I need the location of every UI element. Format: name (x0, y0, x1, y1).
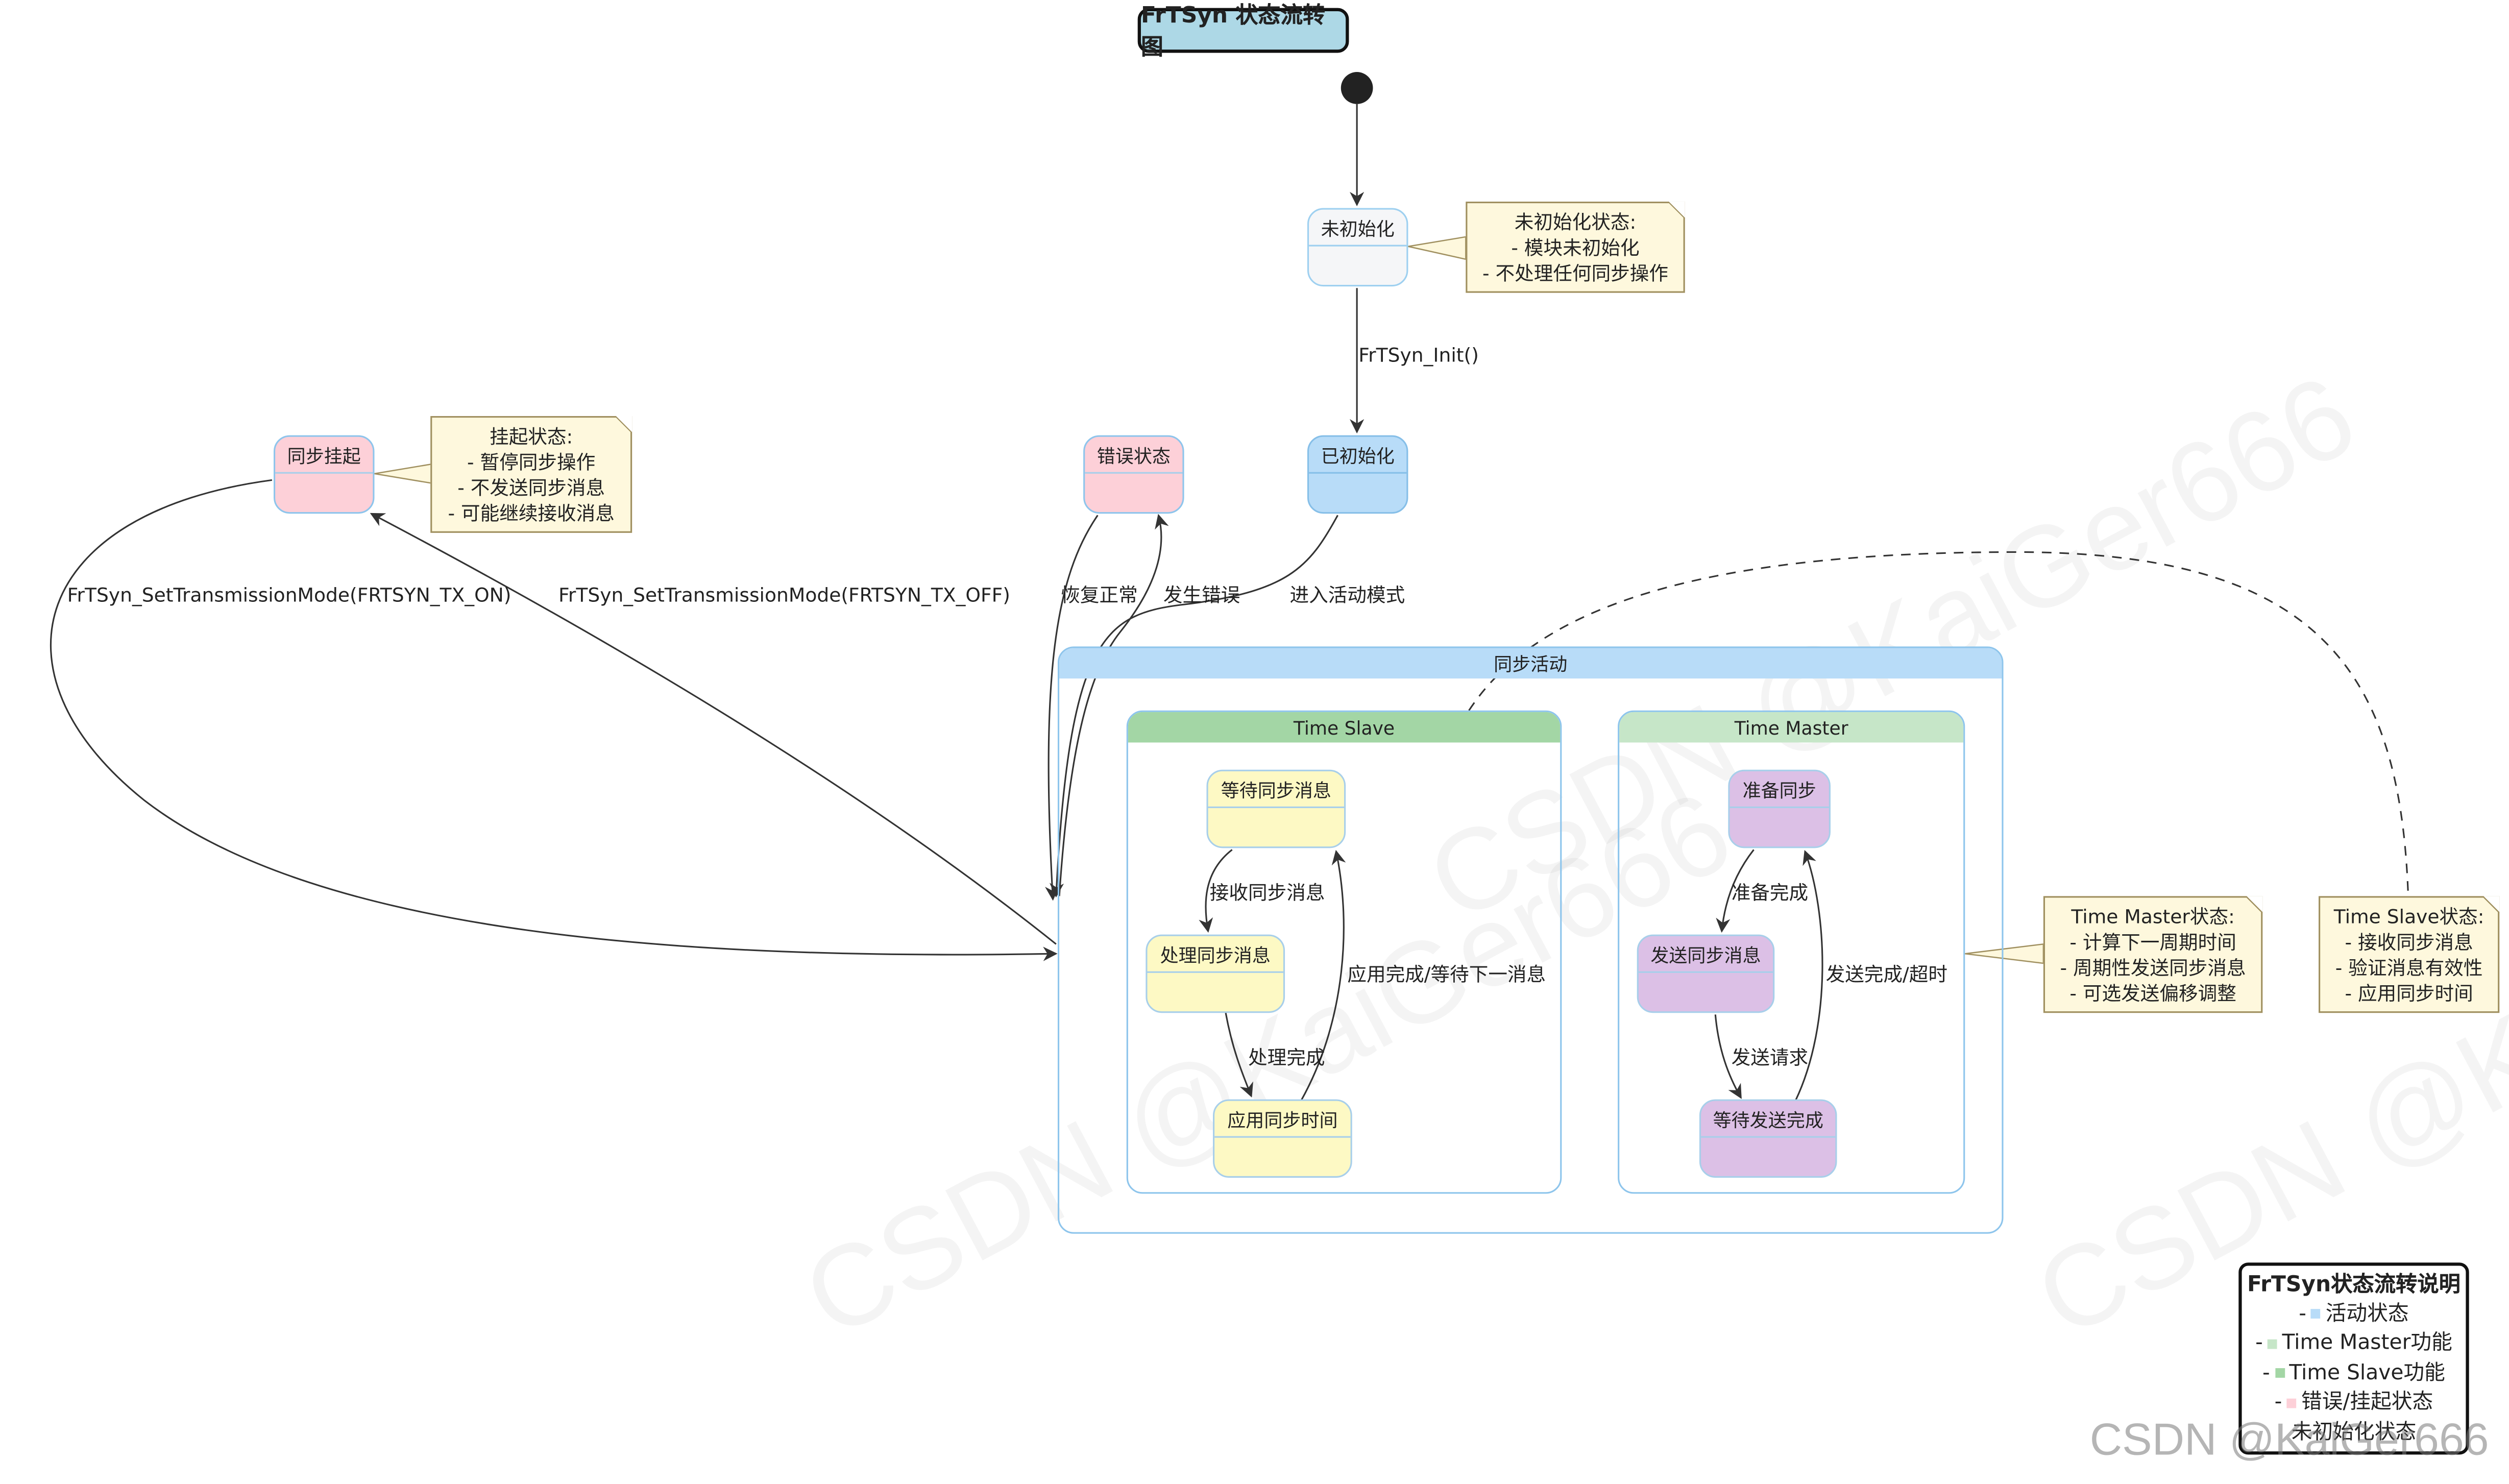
transition-label: 应用完成/等待下一消息 (1347, 963, 1546, 986)
legend-swatch (2311, 1309, 2321, 1319)
state-divider (1638, 971, 1773, 973)
legend-title: FrTSyn状态流转说明 (2247, 1272, 2461, 1298)
legend-swatch (2286, 1398, 2297, 1407)
state-time-slave: Time Slave (1126, 710, 1562, 1194)
state-apply-sync-time: 应用同步时间 (1213, 1099, 1352, 1178)
state-process-sync-msg: 处理同步消息 (1146, 934, 1285, 1013)
initial-state-dot (1341, 72, 1373, 104)
legend-swatch (2275, 1368, 2284, 1378)
note-link-slave (1468, 551, 2409, 896)
note-line: Time Master状态: (2071, 906, 2235, 929)
state-send-sync-msg: 发送同步消息 (1637, 934, 1775, 1013)
state-prepare-sync: 准备同步 (1728, 769, 1831, 848)
state-uninitialized: 未初始化 (1307, 208, 1408, 287)
note-line: - 不处理任何同步操作 (1482, 262, 1669, 285)
transition-label: FrTSyn_SetTransmissionMode(FRTSYN_TX_OFF… (558, 584, 1010, 607)
legend-item: -错误/挂起状态 (2274, 1390, 2433, 1415)
state-label: 等待发送完成 (1713, 1109, 1823, 1132)
legend-item: -活动状态 (2299, 1301, 2409, 1326)
state-divider (1309, 472, 1407, 474)
edge-apply-done (1300, 849, 1346, 1102)
transition-label: FrTSyn_Init() (1358, 344, 1479, 367)
state-label: 准备同步 (1742, 779, 1816, 802)
state-label: 同步挂起 (287, 445, 361, 468)
composite-header: Time Master (1619, 712, 1964, 743)
state-divider (1701, 1136, 1836, 1138)
edge-prep-done (1716, 849, 1755, 933)
state-initialized: 已初始化 (1307, 435, 1408, 514)
state-divider (275, 472, 373, 474)
transition-label: 准备完成 (1731, 882, 1809, 905)
edge-error-occurs (1058, 514, 1169, 896)
edge-tx-on (50, 479, 1058, 961)
note-time-slave: Time Slave状态: - 接收同步消息 - 验证消息有效性 - 应用同步时… (2319, 896, 2500, 1013)
edge-tx-off (370, 513, 1057, 945)
note-line: - 暂停同步操作 (467, 451, 596, 474)
transition-label: 进入活动模式 (1289, 584, 1405, 607)
transition-label: 接收同步消息 (1209, 882, 1325, 905)
state-wait-sync-msg: 等待同步消息 (1206, 769, 1346, 848)
composite-header: Time Slave (1128, 712, 1561, 743)
transition-label: 处理完成 (1248, 1047, 1325, 1069)
note-line: 未初始化状态: (1514, 211, 1637, 234)
transition-label: 发送完成/超时 (1825, 963, 1947, 986)
edge-recv-msg (1199, 849, 1233, 933)
state-label: 错误状态 (1097, 445, 1171, 468)
state-divider (1208, 806, 1345, 808)
note-line: - 可能继续接收消息 (448, 502, 615, 525)
legend: FrTSyn状态流转说明 -活动状态 -Time Master功能 -Time … (2238, 1262, 2469, 1455)
legend-item: 未初始化状态 (2291, 1420, 2417, 1444)
note-line: - 接收同步消息 (2345, 931, 2473, 954)
edge-send-req (1714, 1014, 1742, 1099)
note-line: - 应用同步时间 (2345, 982, 2473, 1005)
transition-label: 发生错误 (1163, 584, 1240, 607)
state-label: 发送同步消息 (1650, 944, 1761, 967)
edge-enter-active (1050, 515, 1338, 898)
state-label: 已初始化 (1321, 445, 1395, 468)
state-divider (1214, 1136, 1351, 1138)
state-divider (1309, 245, 1407, 247)
state-divider (1729, 806, 1829, 808)
legend-item: -Time Master功能 (2255, 1331, 2452, 1356)
note-line: - 模块未初始化 (1511, 236, 1640, 259)
state-suspended: 同步挂起 (274, 435, 375, 514)
note-suspend: 挂起状态: - 暂停同步操作 - 不发送同步消息 - 可能继续接收消息 (430, 416, 632, 533)
note-line: - 可选发送偏移调整 (2069, 982, 2236, 1005)
legend-item: -Time Slave功能 (2262, 1360, 2445, 1385)
note-line: 挂起状态: (490, 425, 573, 448)
transition-label: 发送请求 (1731, 1047, 1809, 1069)
composite-header: 同步活动 (1059, 648, 2002, 679)
state-label: 等待同步消息 (1221, 779, 1331, 802)
note-line: - 周期性发送同步消息 (2060, 957, 2246, 980)
state-sync-active: 同步活动 (1057, 646, 2004, 1234)
note-line: - 不发送同步消息 (457, 477, 605, 499)
edge-recover (1045, 515, 1099, 901)
edge-send-done (1794, 849, 1823, 1102)
watermark-footer: CSDN @KaiGer666 (2089, 1414, 2489, 1465)
state-time-master: Time Master (1618, 710, 1965, 1194)
state-label: 未初始化 (1321, 217, 1395, 240)
state-divider (1085, 472, 1183, 474)
note-connector (1408, 236, 1467, 260)
state-wait-send-done: 等待发送完成 (1699, 1099, 1837, 1178)
state-divider (1147, 971, 1283, 973)
note-connector (374, 463, 433, 484)
note-time-master: Time Master状态: - 计算下一周期时间 - 周期性发送同步消息 - … (2043, 896, 2263, 1013)
state-label: 处理同步消息 (1160, 944, 1271, 967)
edge-proc-done (1225, 1012, 1253, 1098)
transition-label: 恢复正常 (1061, 584, 1138, 607)
state-error: 错误状态 (1083, 435, 1184, 514)
note-line: - 验证消息有效性 (2335, 957, 2483, 980)
note-line: - 计算下一周期时间 (2069, 931, 2236, 954)
note-line: Time Slave状态: (2333, 906, 2484, 929)
diagram-title: FrTSyn 状态流转图 (1137, 3, 1349, 61)
note-uninit: 未初始化状态: - 模块未初始化 - 不处理任何同步操作 (1466, 201, 1685, 293)
legend-swatch (2268, 1339, 2278, 1348)
transition-label: FrTSyn_SetTransmissionMode(FRTSYN_TX_ON) (67, 584, 511, 607)
state-label: 应用同步时间 (1227, 1109, 1338, 1132)
